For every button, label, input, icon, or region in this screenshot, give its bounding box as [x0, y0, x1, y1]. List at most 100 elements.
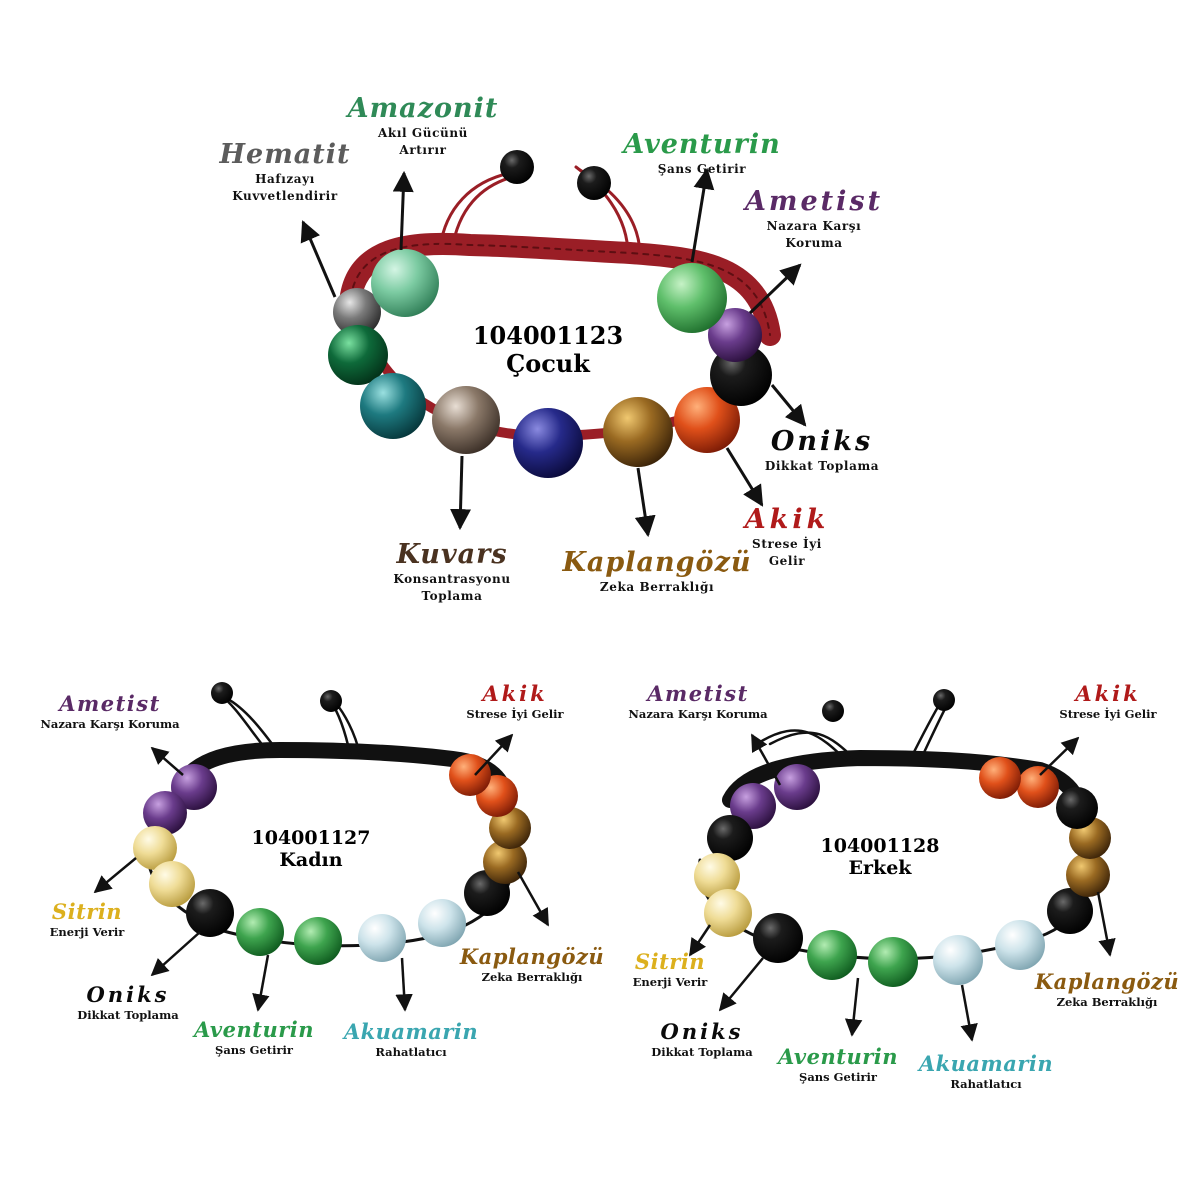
slide-bead-right: [933, 689, 955, 711]
stone-name: Hematit: [219, 139, 351, 170]
bead-kaplangozu: [603, 397, 673, 467]
bracelet-erkek-cord: [698, 698, 1091, 961]
label-oniks: Oniks Dikkat Toplama: [77, 983, 178, 1021]
slide-bead-right: [320, 690, 342, 712]
stone-desc: Kuvvetlendirir: [232, 188, 338, 203]
stone-desc: Rahatlatıcı: [950, 1076, 1022, 1091]
label-kaplangozu: Kaplangözü Zeka Berraklığı: [562, 547, 751, 595]
label-akik: Akik Strese İyi Gelir: [744, 504, 830, 568]
bead-amazonit: [371, 249, 439, 317]
bead-sitrin-1: [694, 853, 740, 899]
stone-desc: Nazara Karşı Koruma: [40, 716, 180, 731]
bead-kuvars: [432, 386, 500, 454]
stone-desc: Dikkat Toplama: [651, 1044, 753, 1059]
stone-desc: Şans Getirir: [799, 1069, 877, 1084]
label-ametist: Ametist Nazara Karşı Koruma: [628, 682, 767, 720]
bracelet-erkek-arrows: [688, 733, 1116, 1042]
stone-desc: Gelir: [768, 553, 806, 568]
stone-desc: Zeka Berraklığı: [1056, 994, 1158, 1009]
bead-oniks-1: [707, 815, 753, 861]
bead-hematit: [333, 288, 381, 336]
stone-name: Oniks: [86, 982, 170, 1007]
label-oniks: Oniks Dikkat Toplama: [651, 1020, 752, 1058]
bead-akik-2: [449, 754, 491, 796]
stone-name: Akuamarin: [918, 1051, 1054, 1076]
label-hematit: Hematit Hafızayı Kuvvetlendirir: [219, 139, 351, 203]
bead-ametist-1: [774, 764, 820, 810]
stone-desc: Dikkat Toplama: [764, 459, 880, 474]
stone-desc: Akıl Gücünü: [378, 126, 468, 141]
stone-desc: Rahatlatıcı: [375, 1044, 447, 1059]
bracelet-cocuk-arrows: [300, 167, 807, 538]
label-oniks: Oniks Dikkat Toplama: [764, 426, 880, 474]
stone-desc: Nazara Karşı Koruma: [628, 706, 768, 721]
stone-name: Ametist: [59, 691, 161, 716]
label-ametist: Ametist Nazara Karşı Koruma: [744, 186, 884, 250]
bead-aventurin-2: [868, 937, 918, 987]
bead-oniks-2: [753, 913, 803, 963]
label-aventurin: Aventurin Şans Getirir: [194, 1018, 314, 1056]
label-aventurin: Aventurin Şans Getirir: [623, 129, 781, 177]
stone-name: Kuvars: [396, 539, 508, 570]
bead-sitrin-2: [704, 889, 752, 937]
label-sitrin: Sitrin Enerji Verir: [633, 950, 708, 988]
stone-desc: Konsantrasyonu: [393, 572, 511, 587]
product-number: 104001127: [251, 827, 371, 849]
slide-bead-left: [500, 150, 534, 184]
bead-ametist-2: [730, 783, 776, 829]
stone-name: Kaplangözü: [1034, 969, 1180, 994]
stone-desc: Strese İyi Gelir: [466, 706, 564, 721]
stone-desc: Toplama: [421, 588, 483, 603]
bracelet-cocuk: [300, 150, 807, 538]
label-akuamarin: Akuamarin Rahatlatıcı: [919, 1052, 1053, 1090]
product-code-erkek: 104001128 Erkek: [821, 835, 940, 880]
stone-desc: Hafızayı: [255, 172, 315, 187]
stone-name: Akik: [744, 504, 830, 535]
bead-aventurin-1: [807, 930, 857, 980]
stone-name: Oniks: [770, 426, 874, 457]
bead-akuamarin-2: [995, 920, 1045, 970]
label-kaplangozu: Kaplangözü Zeka Berraklığı: [460, 945, 604, 983]
stone-name: Ametist: [744, 186, 884, 217]
product-label: Erkek: [848, 856, 912, 879]
stone-desc: Koruma: [785, 235, 843, 250]
bead-aventurin-2: [294, 917, 342, 965]
stone-name: Akik: [482, 681, 548, 706]
bead-oniks: [186, 889, 234, 937]
bead-akik: [674, 387, 740, 453]
slide-bead-left: [822, 700, 844, 722]
bead-akuamarin-2: [418, 899, 466, 947]
bead-lapis: [513, 408, 583, 478]
label-amazonit: Amazonit Akıl Gücünü Artırır: [348, 93, 499, 157]
bracelet-kadin: [93, 682, 550, 1012]
stone-desc: Artırır: [399, 142, 447, 157]
bead-akuamarin-1: [358, 914, 406, 962]
bead-oniks-4: [1056, 787, 1098, 829]
bead-akik-2: [979, 757, 1021, 799]
product-number: 104001123: [472, 321, 624, 350]
label-ametist: Ametist Nazara Karşı Koruma: [40, 692, 179, 730]
label-sitrin: Sitrin Enerji Verir: [50, 900, 125, 938]
label-kuvars: Kuvars Konsantrasyonu Toplama: [393, 539, 511, 603]
bead-akik-1: [1017, 766, 1059, 808]
bead-ametist: [708, 308, 762, 362]
bead-ametist-2: [143, 791, 187, 835]
stone-desc: Enerji Verir: [49, 924, 125, 939]
product-label: Kadın: [279, 848, 343, 871]
stone-desc: Strese İyi Gelir: [1059, 706, 1157, 721]
bead-kaplangozu-2: [489, 807, 531, 849]
bead-aventurin-1: [236, 908, 284, 956]
bracelet-erkek: [688, 689, 1116, 1042]
product-label: Çocuk: [506, 348, 590, 378]
bead-sitrin-1: [133, 826, 177, 870]
bead-malahit: [328, 325, 388, 385]
stone-desc: Zeka Berraklığı: [481, 969, 583, 984]
label-akik: Akik Strese İyi Gelir: [1059, 682, 1156, 720]
stone-desc: Enerji Verir: [632, 974, 708, 989]
bracelet-kadin-arrows: [93, 733, 550, 1012]
stone-name: Aventurin: [193, 1017, 315, 1042]
stone-name: Aventurin: [623, 129, 781, 160]
stone-name: Sitrin: [51, 899, 123, 924]
product-code-cocuk: 104001123 Çocuk: [473, 322, 623, 377]
